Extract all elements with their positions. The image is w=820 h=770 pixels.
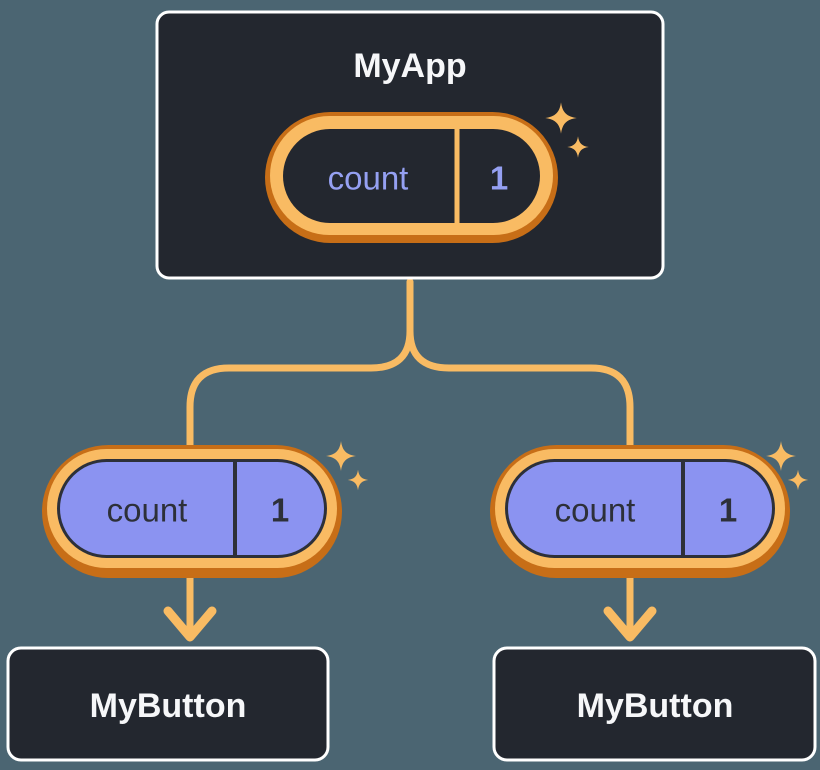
left-arrowhead-icon [163, 606, 217, 642]
right-child-node-title: MyButton [577, 687, 734, 725]
right-child-node-box [492, 646, 817, 762]
connector-left [186, 278, 414, 637]
connector-right [406, 278, 634, 637]
left-child-node-box [6, 646, 330, 762]
root-component-node: MyApp count 1 [155, 10, 665, 280]
prop-value-label: 1 [271, 492, 289, 529]
sparkle-icon [326, 441, 356, 471]
right-prop-pill: count 1 [490, 441, 809, 578]
right-arrowhead-icon [603, 606, 657, 642]
prop-key-label: count [107, 492, 188, 529]
root-node-title: MyApp [353, 47, 466, 85]
prop-key-label: count [555, 492, 636, 529]
sparkle-icon [787, 469, 809, 491]
right-child-component-node: MyButton [492, 646, 817, 762]
state-pill-body [283, 129, 540, 223]
root-state-pill: count 1 [265, 112, 558, 243]
left-child-node-title: MyButton [90, 687, 247, 725]
sparkle-icon [347, 469, 369, 491]
state-key-label: count [328, 160, 409, 197]
prop-pill-body [60, 462, 324, 555]
left-prop-pill: count 1 [42, 441, 369, 578]
prop-pill-body [508, 462, 772, 555]
prop-value-label: 1 [719, 492, 737, 529]
left-child-component-node: MyButton [6, 646, 330, 762]
state-value-label: 1 [490, 160, 508, 197]
